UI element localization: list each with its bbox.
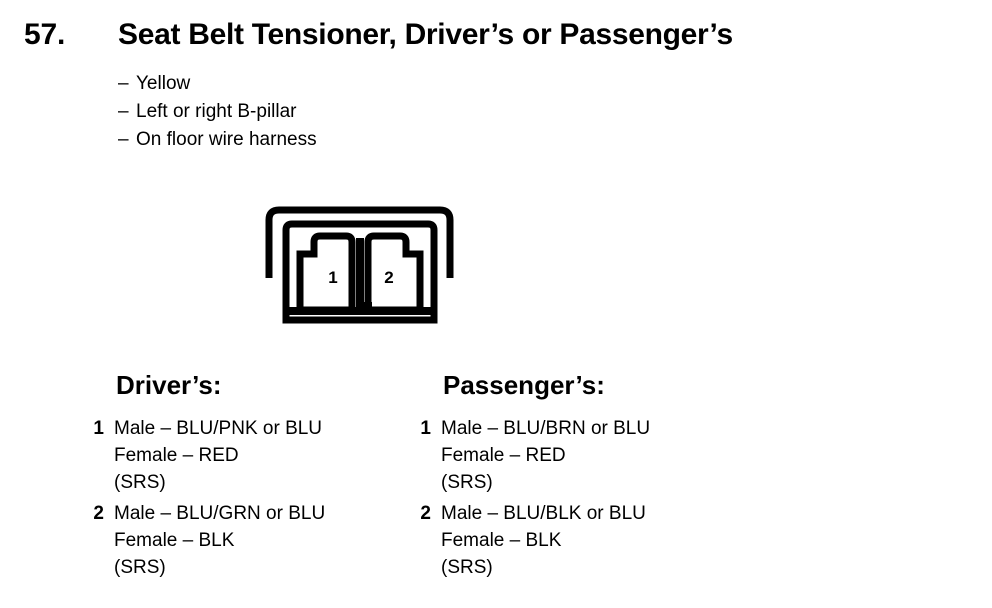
connector-cavity-2 [364, 232, 424, 314]
pin-line-female: Female – BLK [441, 530, 562, 551]
pin-entry-number: 2 [420, 503, 431, 524]
connector-center-post [356, 238, 364, 314]
pin-entry-lines: Male – BLU/BLK or BLU Female – BLK (SRS) [441, 500, 646, 581]
spec-item-label: On floor wire harness [136, 129, 317, 150]
item-number: 57. [24, 18, 66, 51]
pin-line-female: Female – BLK [114, 530, 235, 551]
spec-item: – Yellow [118, 70, 718, 98]
pin-entry: 2 Male – BLU/GRN or BLU Female – BLK (SR… [86, 500, 416, 581]
connector-cavity-label-2: 2 [384, 268, 394, 287]
pin-entry-lines: Male – BLU/PNK or BLU Female – RED (SRS) [114, 415, 322, 496]
dash-bullet-icon: – [118, 129, 129, 150]
pin-entry-lines: Male – BLU/BRN or BLU Female – RED (SRS) [441, 415, 650, 496]
page-title: Seat Belt Tensioner, Driver’s or Passeng… [118, 18, 733, 51]
dash-bullet-icon: – [118, 101, 129, 122]
connector-outer-shell [265, 206, 454, 278]
pin-line-system: (SRS) [114, 557, 166, 578]
column-heading-drivers: Driver’s: [116, 370, 222, 400]
pinout-columns: Driver’s: 1 Male – BLU/PNK or BLU Female… [0, 370, 992, 608]
pin-line-male: Male – BLU/BRN or BLU [441, 418, 651, 439]
spec-item: – On floor wire harness [118, 126, 718, 154]
pin-line-male: Male – BLU/BLK or BLU [441, 503, 646, 524]
connector-bottom-edge [286, 307, 434, 315]
page-header: 57. Seat Belt Tensioner, Driver’s or Pas… [24, 18, 974, 52]
pin-line-system: (SRS) [114, 472, 166, 493]
pin-line-male: Male – BLU/PNK or BLU [114, 418, 323, 439]
pin-entry: 2 Male – BLU/BLK or BLU Female – BLK (SR… [413, 500, 743, 581]
pin-line-female: Female – RED [441, 445, 566, 466]
pin-entry-number: 1 [93, 418, 104, 439]
pin-entry-number: 1 [420, 418, 431, 439]
pin-entry-lines: Male – BLU/GRN or BLU Female – BLK (SRS) [114, 500, 325, 581]
pinout-column-passengers: Passenger’s: 1 Male – BLU/BRN or BLU Fem… [413, 370, 743, 585]
pin-entry: 1 Male – BLU/PNK or BLU Female – RED (SR… [86, 415, 416, 496]
spec-item-label: Left or right B-pillar [136, 101, 297, 122]
connector-cavity-label-1: 1 [328, 268, 338, 287]
pinout-column-drivers: Driver’s: 1 Male – BLU/PNK or BLU Female… [86, 370, 416, 585]
pin-line-male: Male – BLU/GRN or BLU [114, 503, 326, 524]
spec-list: – Yellow – Left or right B-pillar – On f… [118, 70, 718, 154]
spec-item: – Left or right B-pillar [118, 98, 718, 126]
connector-inner-body [282, 220, 438, 324]
connector-cavity-1 [296, 232, 356, 314]
spec-item-label: Yellow [136, 73, 191, 94]
pin-line-system: (SRS) [441, 472, 493, 493]
pin-line-female: Female – RED [114, 445, 239, 466]
pin-line-system: (SRS) [441, 557, 493, 578]
column-heading-passengers: Passenger’s: [443, 370, 605, 400]
connector-drawing-svg [265, 206, 454, 324]
pin-entry-number: 2 [93, 503, 104, 524]
connector-diagram: 1 2 [262, 202, 474, 326]
dash-bullet-icon: – [118, 73, 129, 94]
pin-entry: 1 Male – BLU/BRN or BLU Female – RED (SR… [413, 415, 743, 496]
